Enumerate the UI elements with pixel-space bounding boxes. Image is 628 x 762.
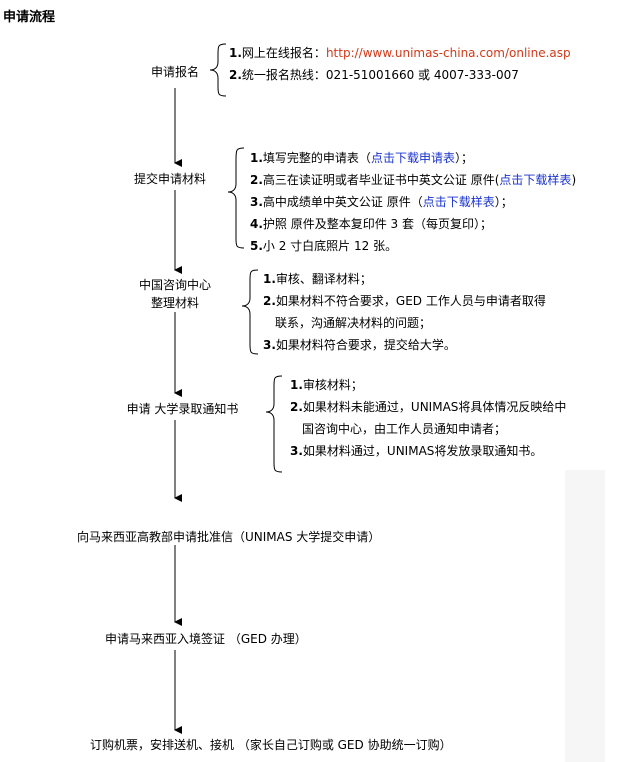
detail-line: 2.高三在读证明或者毕业证书中英文公证 原件(点击下载样表) — [250, 173, 577, 187]
background-shade — [565, 470, 605, 762]
step-apply-register: 申请报名 — [150, 65, 199, 79]
detail-line: 2.统一报名热线：021-51001660 或 4007-333-007 — [229, 68, 519, 82]
detail-line: 5.小 2 寸白底照片 12 张。 — [250, 239, 398, 253]
brace — [265, 375, 283, 473]
download-sample-link[interactable]: 点击下载样表 — [422, 195, 495, 209]
detail-line: 3.如果材料通过，UNIMAS将发放录取通知书。 — [290, 444, 543, 458]
step-consult-center: 中国咨询中心 整理材料 — [138, 278, 211, 310]
detail-line: 1.审核、翻译材料； — [263, 272, 372, 286]
brace — [241, 269, 259, 355]
download-sample-link[interactable]: 点击下载样表 — [499, 173, 572, 187]
detail-line: 1.填写完整的申请表（点击下载申请表）； — [250, 151, 473, 165]
step-flight-booking: 订购机票，安排送机、接机 （家长自己订购或 GED 协助统一订购） — [90, 738, 452, 752]
detail-line: 联系，沟通解决材料的问题； — [275, 316, 432, 330]
step-entry-visa: 申请马来西亚入境签证 （GED 办理） — [105, 632, 307, 646]
detail-line: 2.如果材料不符合要求，GED 工作人员与申请者取得 — [263, 294, 546, 308]
download-application-form-link[interactable]: 点击下载申请表 — [370, 151, 455, 165]
step-consult-center-details: 1.审核、翻译材料； 2.如果材料不符合要求，GED 工作人员与申请者取得 联系… — [263, 268, 546, 356]
online-apply-url-link[interactable]: http://www.unimas-china.com/online.asp — [325, 46, 571, 60]
detail-line: 2.如果材料未能通过，UNIMAS将具体情况反映给中 — [290, 400, 567, 414]
step-approval-letter: 向马来西亚高教部申请批准信（UNIMAS 大学提交申请） — [77, 530, 381, 544]
page-title: 申请流程 — [3, 10, 56, 25]
detail-line: 国咨询中心，由工作人员通知申请者； — [302, 422, 507, 436]
step-admission-letter-details: 1.审核材料； 2.如果材料未能通过，UNIMAS将具体情况反映给中 国咨询中心… — [290, 374, 566, 462]
step-apply-register-details: 1.网上在线报名：http://www.unimas-china.com/onl… — [229, 42, 571, 86]
step-admission-letter: 申请 大学录取通知书 — [126, 402, 239, 416]
detail-line: 3.如果材料符合要求，提交给大学。 — [263, 338, 456, 352]
detail-line: 1.网上在线报名：http://www.unimas-china.com/onl… — [229, 46, 571, 60]
brace — [209, 43, 227, 97]
brace — [227, 147, 245, 249]
detail-line: 1.审核材料； — [290, 378, 363, 392]
step-submit-materials: 提交申请材料 — [133, 172, 206, 186]
detail-line: 3.高中成绩单中英文公证 原件（点击下载样表）； — [250, 195, 513, 209]
detail-line: 4.护照 原件及整本复印件 3 套（每页复印）； — [250, 217, 493, 231]
step-submit-materials-details: 1.填写完整的申请表（点击下载申请表）； 2.高三在读证明或者毕业证书中英文公证… — [250, 147, 576, 257]
